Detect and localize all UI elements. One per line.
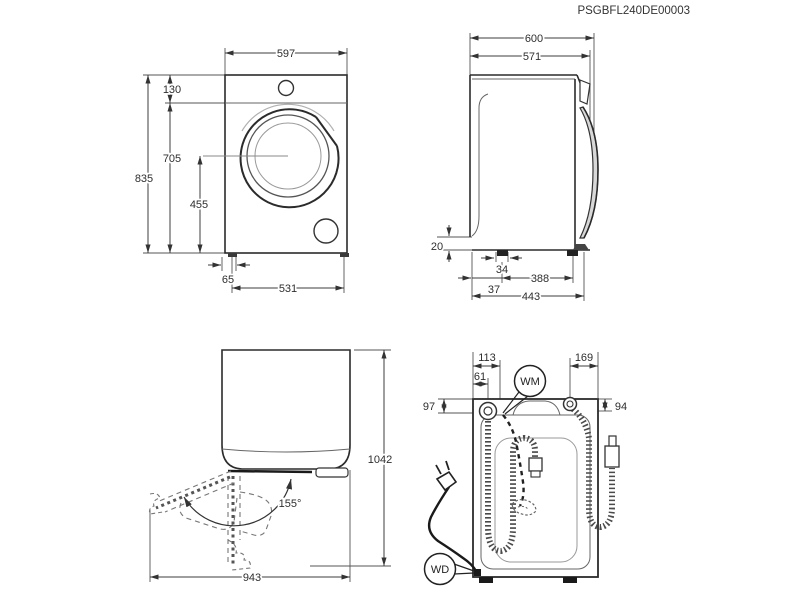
power-plug-icon	[435, 470, 458, 492]
front-view-dimension-lines	[143, 48, 348, 293]
dim-width-door-open: 943	[243, 572, 261, 584]
rear-inner-outline	[494, 437, 578, 563]
dim-width-overall: 597	[277, 48, 295, 60]
side-handle	[579, 79, 591, 105]
door-side-profile	[579, 106, 599, 239]
door-outline	[239, 108, 340, 209]
door-swing-view: 155° 1042 943	[148, 349, 394, 586]
front-cabinet	[224, 74, 348, 254]
front-band-line	[221, 448, 351, 453]
wd-label: WD	[431, 564, 449, 576]
dim-left-top-offset: 97	[423, 401, 435, 413]
door-rim-90	[227, 539, 251, 571]
dim-foot-inset: 65	[222, 274, 234, 286]
dim-feet-span-overall: 443	[522, 291, 540, 303]
dim-depth-overall: 600	[525, 33, 543, 45]
dim-door-angle: 155°	[279, 498, 302, 510]
water-splash-icon	[511, 498, 537, 516]
side-front-foot	[567, 250, 578, 256]
dim-drain-outlet-offset: 61	[474, 371, 486, 383]
dim-depth-door-open: 1042	[368, 454, 392, 466]
door-opening-edge	[227, 469, 313, 474]
dim-depth-body: 571	[523, 51, 541, 63]
open-door-90	[227, 476, 273, 571]
washer-top-body	[221, 349, 351, 478]
dim-rear-gap: 20	[431, 241, 443, 253]
drain-outlet-icon	[478, 401, 498, 421]
wm-label: WM	[520, 376, 540, 388]
filter-door-icon	[313, 218, 339, 244]
dim-height-top-panel: 130	[163, 84, 181, 96]
drain-route-dashed	[502, 414, 525, 507]
rear-inner-panel	[480, 414, 591, 570]
rear-view: WM WD 113 61 169 97 94	[423, 352, 627, 586]
dim-drain-hose-offset: 113	[478, 352, 496, 364]
washer-front-body	[203, 74, 349, 257]
dim-feet-span: 531	[279, 283, 297, 295]
control-knob-icon	[277, 79, 295, 97]
dim-height-overall: 835	[135, 173, 153, 185]
door-bowl-90	[239, 491, 273, 536]
rear-panel-inner	[471, 93, 489, 237]
water-inlet-icon	[562, 396, 578, 412]
front-view: 597 835 130 705 455 65 531	[133, 46, 349, 297]
wd-badge: WD	[423, 552, 475, 586]
drain-hose-fitting	[528, 457, 543, 472]
side-view-dimension-lines	[437, 33, 595, 301]
door-swing-dimension-lines	[149, 349, 391, 582]
washer-side-body	[469, 74, 599, 256]
open-door-155	[148, 470, 238, 530]
side-rear-foot	[497, 250, 508, 256]
dim-inlet-hose-offset: 169	[575, 352, 593, 364]
dim-right-top-offset: 94	[615, 401, 627, 413]
rear-panel-bump	[512, 400, 561, 416]
dim-height-door-center: 455	[190, 199, 208, 211]
wm-badge: WM	[502, 364, 547, 415]
top-cabinet	[221, 349, 351, 470]
door-rim-155	[148, 492, 164, 515]
front-left-foot	[228, 253, 237, 257]
side-view: 600 571 20 34 388 37 443	[429, 31, 599, 305]
door-trim-arc	[241, 103, 335, 132]
cord-anchor	[474, 569, 481, 576]
handle-recess	[315, 467, 349, 478]
dim-height-door-area: 705	[163, 153, 181, 165]
rear-right-foot	[563, 577, 577, 583]
front-base-trim	[573, 244, 589, 250]
dim-rear-foot-width: 34	[496, 264, 508, 276]
dim-feet-span: 388	[531, 273, 549, 285]
dim-rear-foot-offset: 37	[488, 284, 500, 296]
rear-left-foot	[479, 577, 493, 583]
door-handle-chamfer	[315, 116, 338, 147]
washer-rear-body	[472, 398, 599, 583]
front-right-foot	[340, 253, 349, 257]
door-swing-arc	[183, 478, 293, 527]
inlet-hose-connector	[604, 445, 620, 468]
power-cord	[427, 460, 478, 572]
document-code: PSGBFL240DE00003	[577, 5, 690, 17]
